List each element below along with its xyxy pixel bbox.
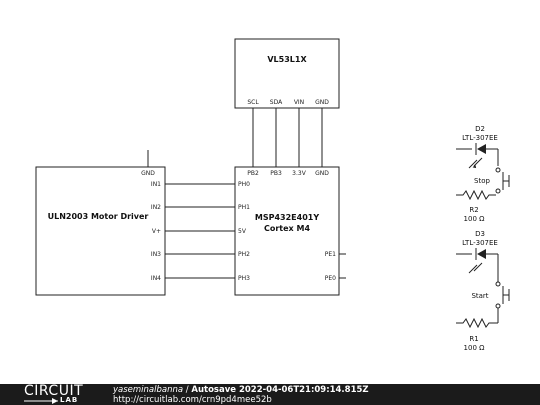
footer-username[interactable]: yaseminalbanna <box>113 385 184 395</box>
d2-part: LTL-307EE <box>462 134 498 142</box>
led-d3[interactable]: D3 LTL-307EE <box>456 230 499 282</box>
vl53l1x-title: VL53L1X <box>267 55 307 64</box>
driver-pin-in3: IN3 <box>151 251 161 258</box>
circuit-schematic: VL53L1X SCL SDA VIN GND MSP432E401Y Cort… <box>35 38 510 352</box>
footer-separator: / <box>183 385 192 395</box>
driver-mcu-wires <box>165 183 235 279</box>
mcu-pin-pb2: PB2 <box>247 170 259 177</box>
stop-switch-label: Stop <box>474 177 490 185</box>
d2-ref: D2 <box>475 125 485 133</box>
vl53l1x-pin-gnd: GND <box>315 99 329 106</box>
resistor-r2[interactable]: R2 100 Ω <box>456 189 496 223</box>
r2-ref: R2 <box>469 206 478 214</box>
mcu-pin-ph0: PH0 <box>238 181 250 188</box>
mcu-pin-ph1: PH1 <box>238 204 250 211</box>
mcu-pin-5v: 5V <box>238 228 247 235</box>
vl53l1x-pin-scl: SCL <box>247 99 259 106</box>
start-switch[interactable]: Start <box>471 281 510 323</box>
uln2003-driver[interactable]: ULN2003 Motor Driver GND IN1 IN2 V+ IN3 … <box>35 150 166 296</box>
mcu-pin-pe0: PE0 <box>325 275 336 282</box>
vl53l1x-sensor[interactable]: VL53L1X SCL SDA VIN GND <box>234 38 340 109</box>
d3-ref: D3 <box>475 230 485 238</box>
start-switch-label: Start <box>471 292 488 300</box>
mcu-pin-3v3: 3.3V <box>292 170 307 177</box>
r2-value: 100 Ω <box>464 215 486 223</box>
resistor-r1[interactable]: R1 100 Ω <box>456 317 498 352</box>
sensor-mcu-wires <box>252 108 323 167</box>
footer-url-link[interactable]: http://circuitlab.com/crn9pd4mee52b <box>113 395 272 405</box>
mcu-pin-ph3: PH3 <box>238 275 250 282</box>
driver-pin-in4: IN4 <box>151 275 161 282</box>
logo-wordmark: CIRCUIT <box>24 384 84 399</box>
driver-pin-gnd: GND <box>141 170 155 177</box>
logo-swoosh-icon <box>24 398 58 404</box>
footer-bar: CIRCUIT LAB yaseminalbanna / Autosave 20… <box>0 384 540 405</box>
driver-pin-in1: IN1 <box>151 181 161 188</box>
vl53l1x-pin-sda: SDA <box>270 99 283 106</box>
mcu-pin-ph2: PH2 <box>238 251 250 258</box>
led-d2[interactable]: D2 LTL-307EE <box>456 125 499 170</box>
d3-part: LTL-307EE <box>462 239 498 247</box>
footer-autosave: Autosave 2022-04-06T21:09:14.815Z <box>191 385 369 395</box>
footer-title-line: yaseminalbanna / Autosave 2022-04-06T21:… <box>113 385 369 395</box>
mcu-subtitle: Cortex M4 <box>264 224 310 233</box>
logo-sub: LAB <box>60 396 79 404</box>
mcu-pin-pb3: PB3 <box>270 170 282 177</box>
mcu-pin-pe1: PE1 <box>325 251 336 258</box>
stop-switch[interactable]: Stop <box>474 167 510 194</box>
r1-value: 100 Ω <box>464 344 486 352</box>
circuitlab-logo[interactable]: CIRCUIT LAB <box>0 384 100 405</box>
mcu-title: MSP432E401Y <box>255 213 319 222</box>
driver-pin-in2: IN2 <box>151 204 161 211</box>
msp432-mcu[interactable]: MSP432E401Y Cortex M4 PB2 PB3 3.3V GND P… <box>234 166 346 296</box>
driver-title: ULN2003 Motor Driver <box>48 212 149 221</box>
driver-pin-vplus: V+ <box>152 228 161 235</box>
r1-ref: R1 <box>469 335 478 343</box>
mcu-pin-gnd: GND <box>315 170 329 177</box>
vl53l1x-pin-vin: VIN <box>294 99 304 106</box>
